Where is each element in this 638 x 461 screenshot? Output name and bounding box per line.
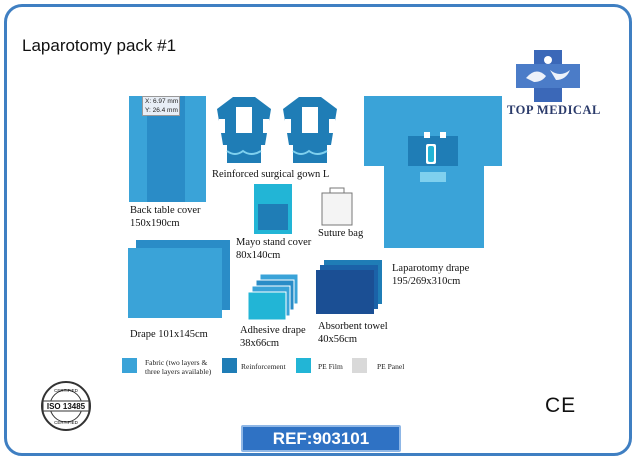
iso-text: ISO 13485: [47, 402, 86, 411]
adhesive-drape-size: 38x66cm: [240, 338, 280, 349]
gown-label: Reinforced surgical gown L: [212, 169, 330, 180]
adhesive-drape-image: [248, 274, 299, 321]
suture-bag-label: Suture bag: [318, 228, 364, 239]
laparotomy-drape-size: 195/269x310cm: [392, 276, 461, 287]
absorbent-towel-name: Absorbent towel: [318, 321, 388, 332]
legend-fabric-line1: Fabric (two layers &: [145, 358, 208, 367]
legend-fabric: Fabric (two layers & three layers availa…: [145, 358, 211, 376]
back-table-cover-name: Back table cover: [130, 205, 201, 216]
page-title: Laparotomy pack #1: [22, 36, 177, 55]
legend-fabric-line2: three layers available): [145, 367, 212, 376]
suture-bag-image: [321, 187, 353, 226]
absorbent-towel-image: [316, 260, 382, 314]
mayo-stand-cover-label: Mayo stand cover 80x140cm: [236, 236, 311, 262]
brand-name: TOP MEDICAL: [507, 103, 601, 117]
iso-badge-bottom: CERTIFIED: [54, 420, 78, 425]
iso-certified-badge: ISO 13485 CERTIFIED CERTIFIED: [41, 381, 91, 431]
dimension-x: X: 6.97 mm: [145, 98, 179, 105]
back-table-cover-label: Back table cover 150x190cm: [130, 204, 201, 230]
legend-reinforcement: Reinforcement: [241, 362, 286, 371]
surgical-gown-back-image: [283, 97, 337, 163]
mayo-stand-cover-size: 80x140cm: [236, 250, 281, 261]
legend-swatch-pe-panel: [352, 358, 367, 373]
laparotomy-drape-label: Laparotomy drape 195/269x310cm: [392, 262, 469, 288]
adhesive-drape-label: Adhesive drape 38x66cm: [240, 324, 306, 350]
mayo-stand-cover-name: Mayo stand cover: [236, 237, 312, 248]
legend-swatch-pe-film: [296, 358, 311, 373]
dimension-readout: X: 6.97 mm Y: 26.4 mm: [142, 96, 180, 116]
mayo-stand-cover-image: [254, 184, 292, 234]
iso-badge-top: CERTIFIED: [54, 388, 78, 393]
drape-image: [128, 240, 230, 318]
legend-pe-film: PE Film: [318, 362, 343, 371]
legend-pe-panel: PE Panel: [377, 362, 405, 371]
drape-label: Drape 101x145cm: [130, 329, 208, 340]
back-table-cover-size: 150x190cm: [130, 218, 180, 229]
absorbent-towel-size: 40x56cm: [318, 334, 358, 345]
laparotomy-drape-name: Laparotomy drape: [392, 263, 470, 274]
adhesive-drape-name: Adhesive drape: [240, 325, 306, 336]
legend-swatch-fabric: [122, 358, 137, 373]
ce-mark: CE: [545, 394, 577, 417]
laparotomy-drape-image: [364, 96, 502, 248]
surgical-gown-front-image: [217, 97, 271, 163]
legend-swatch-reinforcement: [222, 358, 237, 373]
absorbent-towel-label: Absorbent towel 40x56cm: [318, 320, 388, 346]
medical-cross-logo: [516, 50, 580, 102]
dimension-y: Y: 26.4 mm: [145, 107, 178, 114]
ref-code: REF:903101: [241, 425, 401, 452]
